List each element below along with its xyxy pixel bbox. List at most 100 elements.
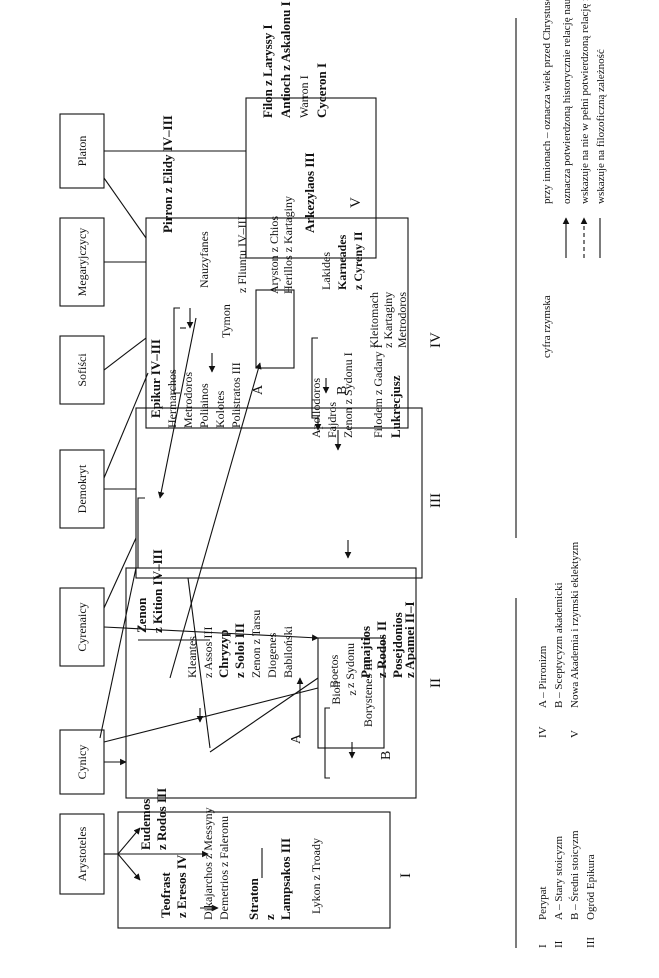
legend-meaning-3: wskazuje na filozoficzną zależność — [595, 49, 607, 204]
bracket-iii — [137, 497, 145, 569]
legend-label-0: Perypat — [537, 886, 549, 920]
label-demokryt: Demokryt — [75, 464, 89, 513]
rotated-diagram-group — [59, 18, 601, 948]
i-demetrios: Demetrios z Faleronu — [217, 816, 231, 920]
ii-kleantes: Kleantes — [185, 636, 199, 678]
iii-fajdros: Fajdros — [325, 402, 339, 438]
bracket-iv-a — [173, 307, 180, 394]
iii-zenon-sydon: Zenon z Sydonu I — [341, 352, 355, 438]
labels-layer: Platon Megaryjczycy Sofiści Demokryt Cyr… — [75, 0, 607, 948]
arrow-zenon-aryston — [169, 362, 262, 679]
ii-sydonu: z Sydonu — [343, 643, 357, 688]
i-dikajarchos: Dikajarchos z Messyny — [201, 807, 215, 920]
legend-meaning-2: wskazuje na nie w pełni potwierdzoną rel… — [579, 0, 591, 204]
iii-hermarchos: Hermarchos — [165, 369, 179, 428]
legend-meaning-0: przy imionach – oznacza wiek przed Chrys… — [541, 0, 553, 204]
iv-section-A: A — [251, 384, 266, 395]
numeral-V: V — [348, 197, 364, 208]
legend-label-1: A – Stary stoicyzm — [553, 836, 565, 920]
iv-herillos: Herillos z Kartaginy — [281, 196, 295, 294]
line-bion-zenon — [209, 677, 319, 753]
iv-aryston: Aryston z Chios — [267, 216, 281, 294]
legend-label-2: B – Średni stoicyzm — [569, 830, 581, 920]
iv-kleitomach: Kleitomach — [367, 292, 381, 348]
line-sofisci-IV — [103, 337, 147, 371]
label-arystoteles: Arystoteles — [75, 826, 89, 881]
line-cynicy-bion — [103, 687, 319, 743]
label-cynicy: Cynicy — [75, 745, 89, 780]
arrow-nauzyfanes-epikur — [157, 317, 197, 499]
iv-arkezylaos: Arkezylaos III — [302, 152, 317, 233]
line-crossing — [187, 577, 211, 749]
ii-diogenes: Diogenes — [265, 632, 279, 678]
iv-metrodoros: Metrodoros — [395, 292, 409, 348]
iv-fliuntu: z Fliuntu IV–III — [235, 216, 249, 293]
legend-num-0: I — [537, 944, 549, 948]
box-group-V — [245, 97, 377, 259]
ii-rodos: z Rodos II — [374, 621, 389, 678]
v-name-3: Cyceron I — [314, 63, 329, 118]
line-demokryt-IV — [103, 372, 149, 479]
iv-karneades: Karneades — [335, 234, 349, 290]
ii-boetos: Boetos — [327, 654, 341, 688]
ii-assos: z Assos III — [201, 627, 215, 678]
box-bion — [317, 637, 385, 749]
iii-metrodoros: Metrodoros — [181, 372, 195, 428]
iii-epikur: Epikur IV–III — [148, 339, 163, 418]
legend-num-3: III — [585, 937, 597, 948]
i-z: z — [262, 914, 277, 920]
line-platon-IV — [103, 177, 147, 239]
i-lykon: Lykon z Troady — [309, 838, 323, 914]
bracket-ii-b — [324, 707, 330, 779]
iv-nauzyfanes: Nauzyfanes — [197, 231, 211, 288]
arrow-arystoteles-teofrast — [117, 853, 141, 881]
bion-borystenes: Borystenes III — [361, 659, 375, 727]
iii-kolotes: Kolotes — [213, 390, 227, 428]
i-eresos: z Eresos IV — [174, 854, 189, 918]
iv-pirron: Pirron z Elidy IV–III — [160, 115, 175, 233]
v-name-1: Antioch z Askalonu I — [278, 1, 293, 118]
bracket-iv-b — [311, 337, 318, 419]
iii-polistratos: Polistratos III — [229, 362, 243, 428]
i-rodos: z Rodos III — [154, 788, 169, 850]
iii-apollodoros: Apollodoros — [309, 378, 323, 438]
ii-zenon: Zenon — [134, 597, 149, 633]
iii-poliainos: Poliainos — [197, 383, 211, 428]
label-sofisci: Sofiści — [75, 353, 89, 387]
legend-num-4: IV — [537, 726, 549, 738]
i-eudemos: Eudemos — [138, 799, 153, 850]
v-name-2: Warron I — [297, 75, 311, 118]
box-aryston-herillos — [255, 289, 295, 369]
iv-lakides: Lakides — [319, 252, 333, 290]
i-straton: Straton — [246, 877, 261, 920]
legend-meaning-1: oznacza potwierdzoną historycznie relacj… — [561, 0, 573, 204]
ii-posejdonios: Posejdonios — [390, 612, 405, 678]
box-group-II — [125, 567, 417, 799]
line-cyrenaicy-III — [103, 537, 137, 609]
legend-symbol-roman: cyfra rzymska — [541, 295, 553, 358]
iii-lukrecjusz: Lukrecjusz — [388, 375, 403, 438]
numeral-IV: IV — [428, 332, 444, 348]
v-name-0: Filon z Laryssy I — [260, 24, 275, 118]
iv-section-B: B — [335, 386, 350, 395]
i-teofrast: Teofrast — [158, 872, 173, 918]
arrow-arystoteles-eudemos — [117, 827, 141, 855]
legend-label-3: Ogród Epikura — [585, 854, 597, 920]
ii-soloi: z Soloi III — [232, 623, 247, 678]
legend-num-1: II — [553, 940, 565, 948]
numeral-III: III — [428, 493, 444, 508]
box-group-I — [117, 811, 391, 929]
ii-chryzyp: Chryzyp — [216, 630, 231, 678]
bion-z: z — [345, 690, 359, 695]
line-cynicy-III — [99, 567, 137, 739]
label-platon: Platon — [75, 136, 89, 167]
iv-cyreny: z Cyreny II — [351, 231, 365, 290]
bion-name: Bion — [329, 681, 343, 704]
numeral-II: II — [428, 678, 444, 688]
box-group-IV — [145, 217, 409, 429]
iv-kartaginy: z Kartaginy — [381, 292, 395, 348]
legend-num-6: V — [569, 730, 581, 738]
legend-label-6: Nowa Akademia i rzymski eklektyzm — [569, 541, 581, 708]
label-cyrenaicy: Cyrenaicy — [75, 602, 89, 651]
